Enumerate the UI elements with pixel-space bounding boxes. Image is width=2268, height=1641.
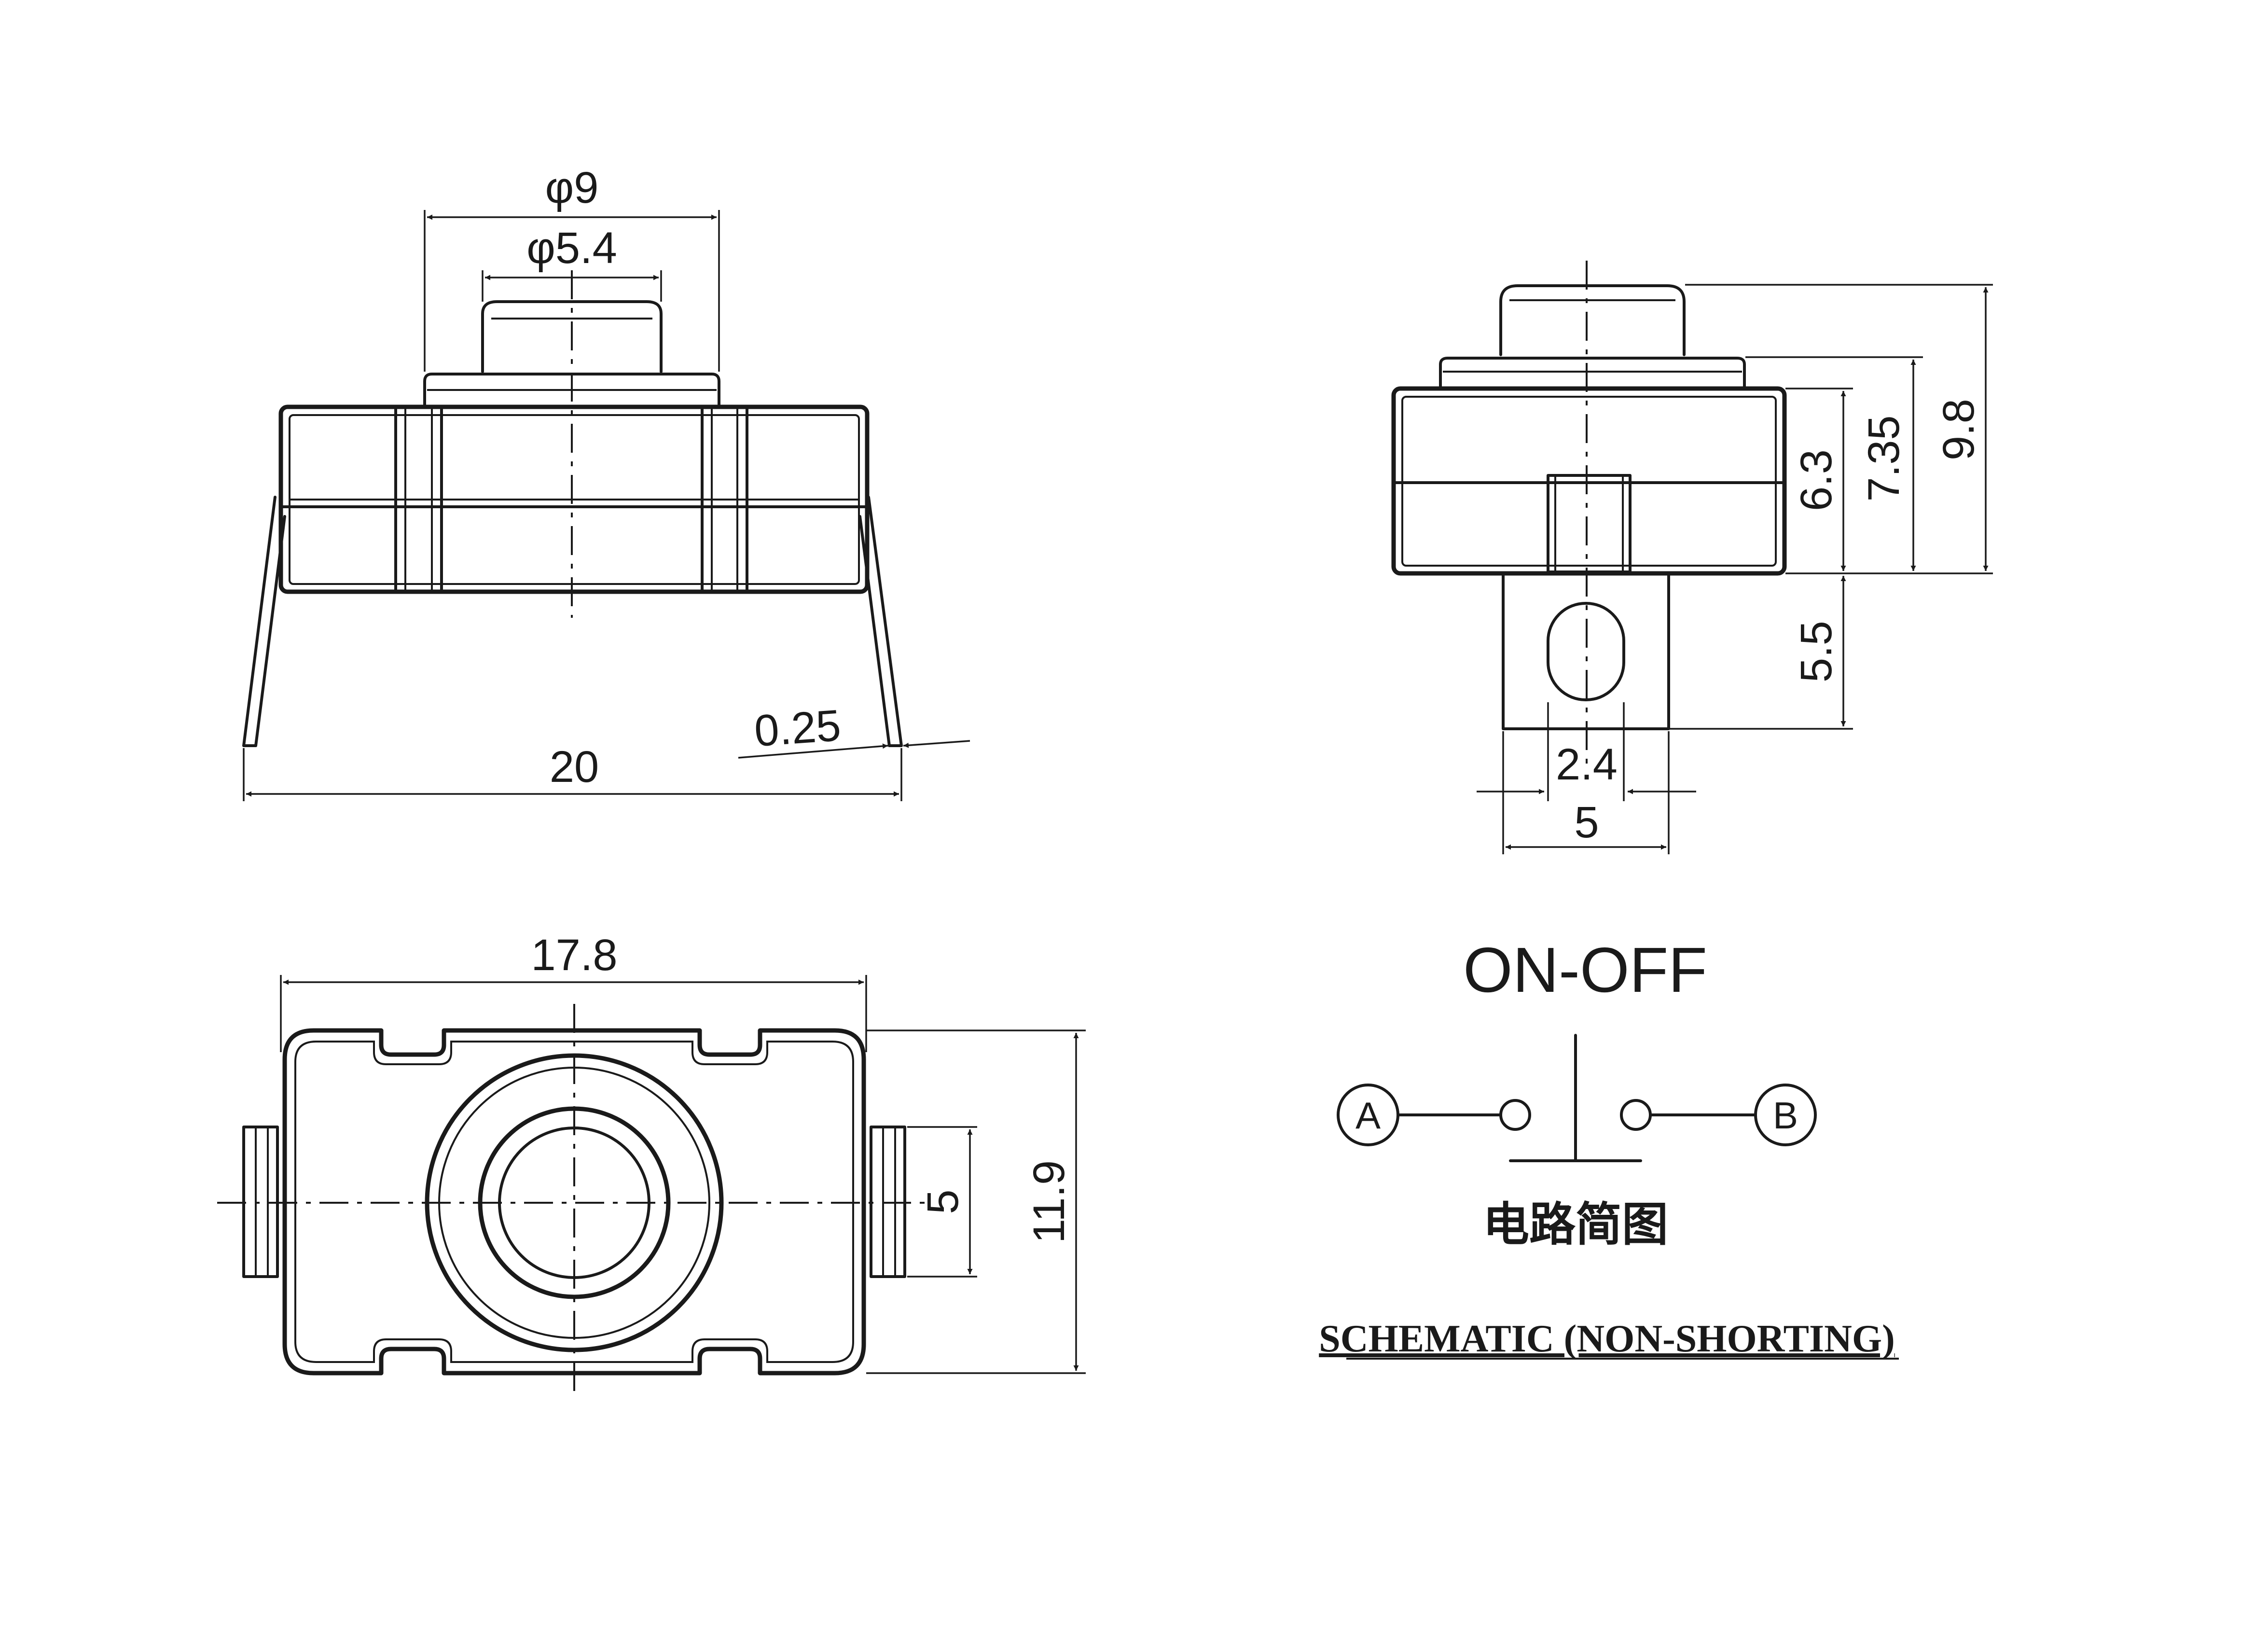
terminal-b-label: B [1773,1094,1798,1137]
dim-7-35: 7.35 [1859,415,1908,501]
front-button-cap [481,300,663,373]
top-outline [282,1028,866,1376]
dim-5-top: 5 [918,1189,968,1214]
front-view: φ9 φ5.4 20 0.25 [242,163,970,801]
side-slot [1547,474,1632,573]
schematic-title: ON-OFF [1463,934,1707,1005]
side-body [1391,386,1787,576]
terminal-a-label: A [1355,1094,1381,1137]
dim-11-9: 11.9 [1024,1160,1074,1243]
schematic-caption-cn: 电路简图 [1483,1197,1668,1252]
schematic: ON-OFF A B 电路简图 SCHEMATIC (NON-SHORTING) [1319,934,1899,1360]
dim-phi5-4: φ5.4 [526,223,617,273]
side-view: 6.3 7.35 9.8 5.5 2.4 5 [1391,261,1993,854]
front-pin-right [858,496,903,747]
dim-phi9: φ9 [545,163,599,212]
top-collar-outer [425,1053,724,1352]
dim-9-8: 9.8 [1934,399,1983,460]
terminal-b-circle [1754,1084,1817,1146]
side-pin-hole [1547,602,1625,701]
dim-5-side: 5 [1574,798,1599,847]
front-body [278,404,870,594]
contact-right [1620,1099,1652,1131]
schematic-caption-en: SCHEMATIC (NON-SHORTING) [1319,1318,1895,1360]
dim-2-4: 2.4 [1556,740,1618,789]
dim-width-20: 20 [550,742,599,792]
front-pin-left [242,496,286,747]
contact-left [1499,1099,1531,1131]
side-pin-tab [1502,572,1670,730]
top-view: 17.8 11.9 5 [217,931,1086,1395]
dim-pin-thickness: 0.25 [753,701,843,756]
dim-5-5: 5.5 [1792,621,1841,682]
dim-6-3: 6.3 [1792,449,1841,511]
side-collar [1439,357,1746,389]
side-button-cap [1499,284,1686,356]
dim-17-8: 17.8 [531,931,617,980]
